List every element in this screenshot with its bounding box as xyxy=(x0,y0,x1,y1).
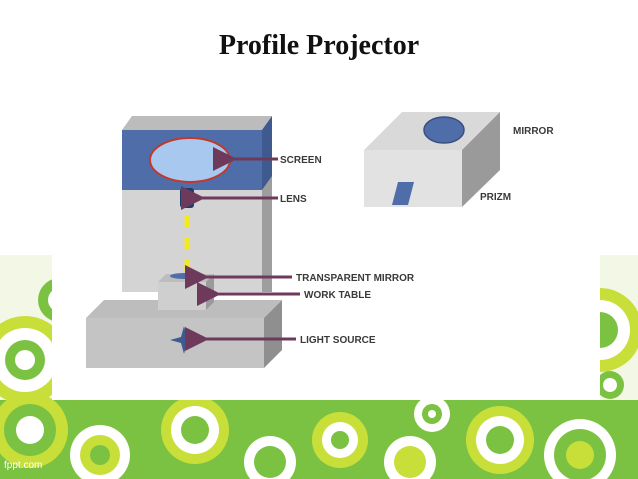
label-transparent-mirror: TRANSPARENT MIRROR xyxy=(296,273,415,284)
lens xyxy=(180,188,194,208)
prism-shape xyxy=(392,182,414,205)
work-table xyxy=(158,273,214,310)
mirror-disc xyxy=(423,116,465,144)
brand-watermark: fppt.com xyxy=(4,460,43,471)
screen-ellipse xyxy=(149,137,231,183)
label-light-source: LIGHT SOURCE xyxy=(300,335,376,346)
label-prizm: PRIZM xyxy=(480,192,511,203)
label-work-table: WORK TABLE xyxy=(304,290,371,301)
label-lens: LENS xyxy=(280,194,307,205)
slide-title: Profile Projector xyxy=(218,30,420,61)
mirror-prism-box xyxy=(364,112,500,207)
light-source-star xyxy=(170,326,198,354)
projector-base xyxy=(86,300,282,368)
label-mirror: MIRROR xyxy=(513,126,554,137)
label-screen: SCREEN xyxy=(280,155,322,166)
transparent-mirror xyxy=(170,273,198,279)
projector-column xyxy=(122,116,272,292)
